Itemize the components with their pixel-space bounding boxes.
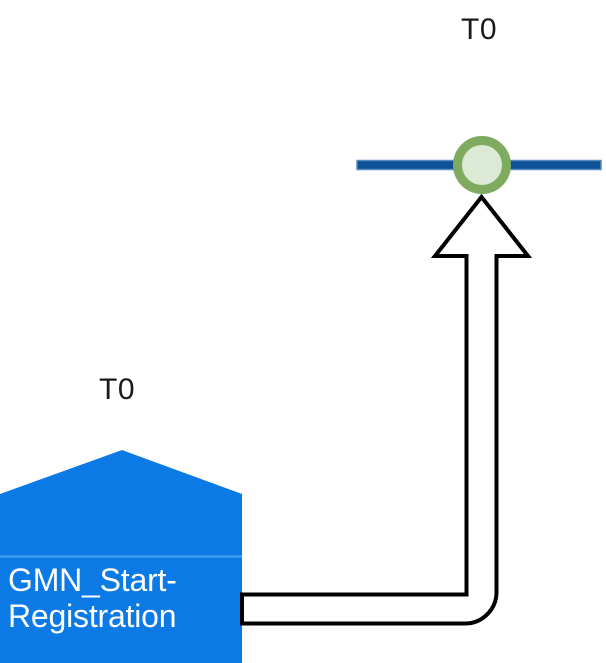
pool-line-left-segment — [356, 159, 468, 171]
task-label: GMN_Start- Registration — [8, 562, 177, 634]
connector-arrow-outline — [240, 193, 533, 626]
pool-line-right-segment — [496, 159, 602, 171]
connector-hollow-arrow[interactable] — [240, 193, 533, 626]
timer-label-bottom: T0 — [99, 373, 136, 406]
event-circle-fill — [457, 140, 507, 190]
task-shape-gmn-start-registration[interactable] — [0, 450, 242, 663]
event-circle-ring — [453, 136, 511, 194]
timer-label-top: T0 — [461, 13, 498, 46]
intermediate-catch-event[interactable] — [453, 136, 511, 194]
